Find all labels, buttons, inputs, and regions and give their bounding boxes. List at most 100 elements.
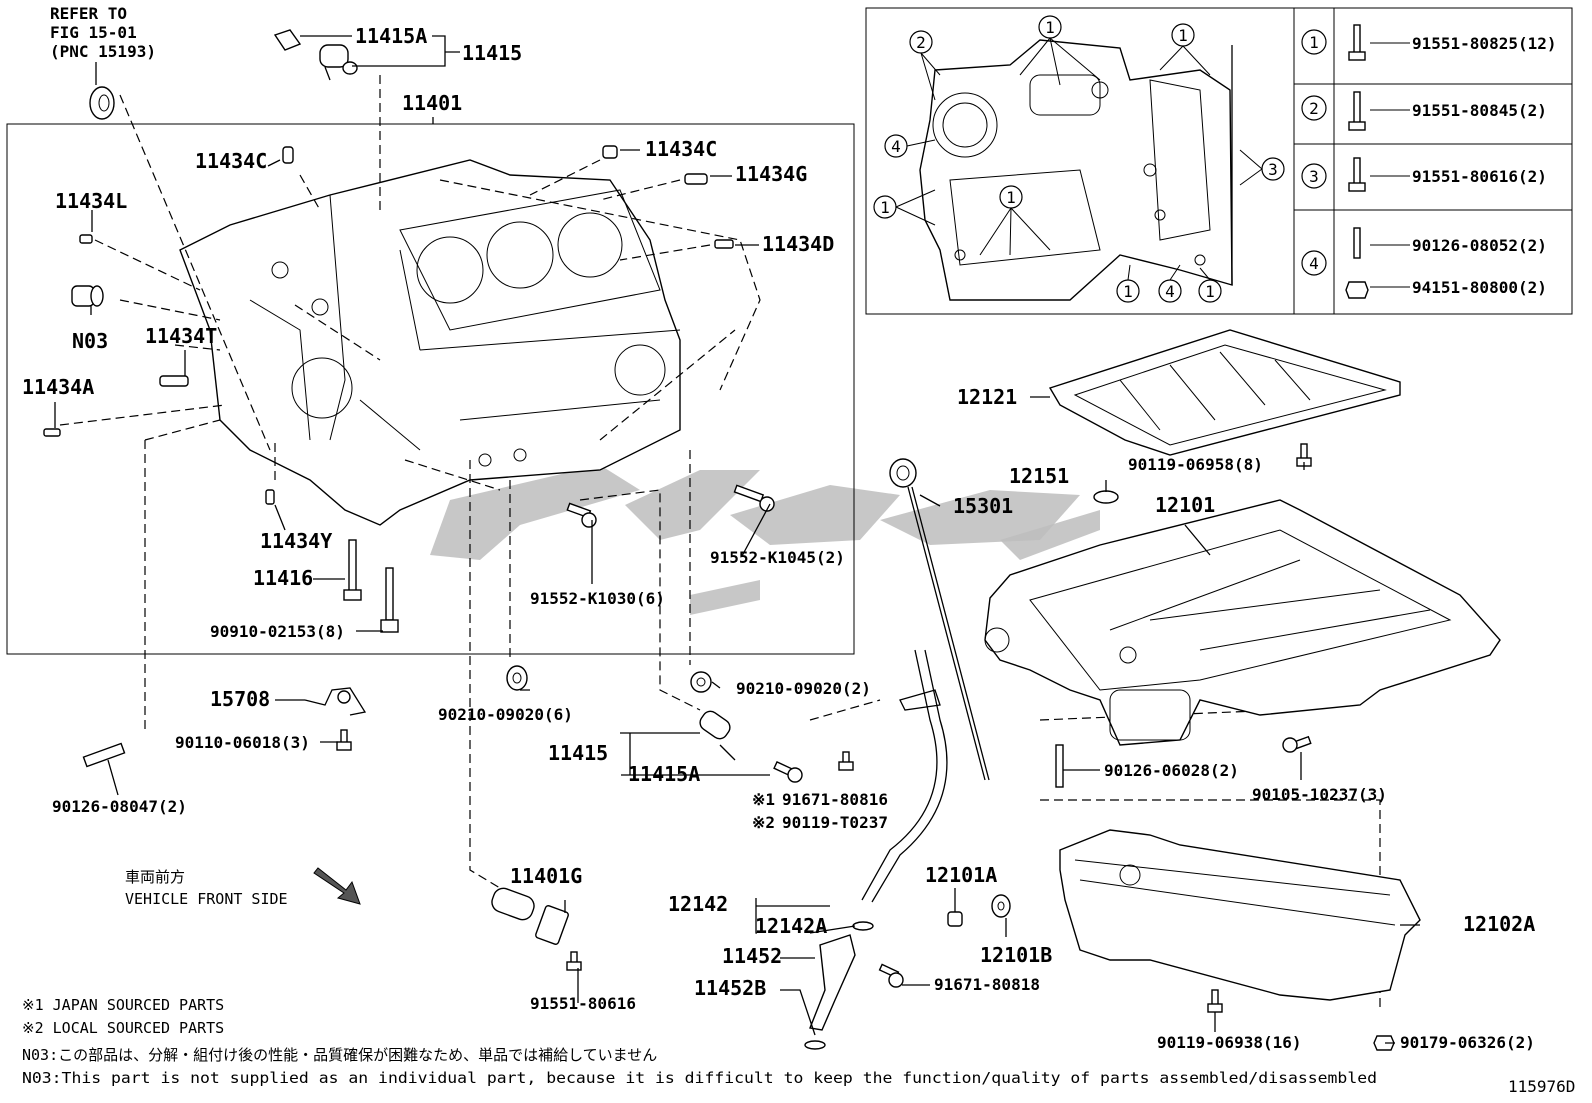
mark-2: ※2 bbox=[752, 813, 775, 832]
label-11415A-mid: 11415A bbox=[628, 762, 700, 786]
label-12151: 12151 bbox=[1009, 464, 1069, 488]
leader-lines bbox=[54, 35, 1420, 1044]
pin-11434Y bbox=[265, 489, 275, 505]
cylinder-block-frame bbox=[6, 123, 855, 655]
bolt-icon bbox=[1348, 91, 1366, 131]
label-12101B: 12101B bbox=[980, 943, 1052, 967]
bolt-91671-80816-a bbox=[773, 760, 803, 783]
pin-11434A bbox=[43, 428, 61, 437]
label-N03: N03 bbox=[72, 329, 108, 353]
bolt-legend: 1 2 3 4 91551-80825(12) 91551-80845(2) 9… bbox=[1301, 24, 1557, 299]
oring-12151 bbox=[1093, 490, 1119, 504]
front-label-en: VEHICLE FRONT SIDE bbox=[125, 890, 288, 908]
svg-text:4: 4 bbox=[1165, 282, 1175, 301]
front-label-jp: 車両前方 bbox=[125, 868, 185, 886]
note-japan-sourced: ※1 JAPAN SOURCED PARTS bbox=[22, 996, 224, 1014]
label-12142A: 12142A bbox=[755, 914, 827, 938]
refer-line-2: FIG 15-01 bbox=[50, 23, 137, 42]
bolt-11416 bbox=[343, 539, 362, 601]
label-91671-80818: 91671-80818 bbox=[934, 975, 1040, 994]
stud-icon bbox=[1353, 227, 1361, 259]
label-90119-T0237: 90119-T0237 bbox=[782, 813, 888, 832]
bolt-91552-K1045 bbox=[733, 484, 775, 512]
plug-11415A-top bbox=[273, 29, 302, 51]
bracket-15708 bbox=[304, 687, 367, 716]
svg-text:1: 1 bbox=[1205, 282, 1215, 301]
label-12121: 12121 bbox=[957, 385, 1017, 409]
oil-seal-ring bbox=[89, 86, 115, 120]
dipstick-15301 bbox=[889, 458, 990, 781]
svg-text:1: 1 bbox=[1178, 26, 1188, 45]
label-11415A-top: 11415A bbox=[355, 24, 427, 48]
label-11401: 11401 bbox=[402, 91, 462, 115]
plug-12101A bbox=[947, 911, 963, 927]
legend-part-1: 91551-80825(12) bbox=[1412, 34, 1557, 53]
label-91551-80616: 91551-80616 bbox=[530, 994, 636, 1013]
svg-text:1: 1 bbox=[1006, 188, 1016, 207]
svg-text:4: 4 bbox=[891, 137, 901, 156]
mark-1: ※1 bbox=[752, 790, 775, 809]
label-11452B: 11452B bbox=[694, 976, 766, 1000]
svg-text:4: 4 bbox=[1309, 254, 1319, 273]
label-11434C-left: 11434C bbox=[195, 149, 267, 173]
label-11434T: 11434T bbox=[145, 324, 217, 348]
svg-text:1: 1 bbox=[1045, 18, 1055, 37]
label-12101A: 12101A bbox=[925, 863, 997, 887]
plug-N03 bbox=[71, 285, 104, 307]
svg-text:3: 3 bbox=[1268, 160, 1278, 179]
dowel-11434C-l bbox=[282, 146, 294, 164]
svg-text:2: 2 bbox=[916, 33, 926, 52]
label-11434D: 11434D bbox=[762, 232, 834, 256]
front-direction-arrow-icon bbox=[313, 867, 361, 905]
label-90119-06938: 90119-06938(16) bbox=[1157, 1033, 1302, 1052]
washer-90210-6 bbox=[506, 665, 528, 691]
svg-text:1: 1 bbox=[1309, 33, 1319, 52]
legend-part-2: 91551-80845(2) bbox=[1412, 101, 1547, 120]
dowel-11434G bbox=[684, 173, 708, 185]
bolt-90119-T0237 bbox=[838, 751, 854, 771]
label-11401G: 11401G bbox=[510, 864, 582, 888]
dowel-11434C-r bbox=[602, 145, 618, 159]
sensor-11415-mid bbox=[699, 710, 736, 761]
washer-90210-2 bbox=[690, 671, 712, 693]
pin-11434L bbox=[79, 234, 93, 244]
label-91552-K1045: 91552-K1045(2) bbox=[710, 548, 845, 567]
svg-text:3: 3 bbox=[1309, 167, 1319, 186]
watermark-logo bbox=[430, 465, 1100, 615]
label-90910-02153: 90910-02153(8) bbox=[210, 622, 345, 641]
note-n03-jp: N03:この部品は、分解・組付け後の性能・品質確保が困難なため、単品では補給して… bbox=[22, 1046, 657, 1064]
guide-11452 bbox=[809, 934, 856, 1031]
sensor-11415-top bbox=[319, 44, 358, 81]
label-11434G: 11434G bbox=[735, 162, 807, 186]
cylinder-block bbox=[179, 159, 681, 526]
legend-part-4b: 94151-80800(2) bbox=[1412, 278, 1547, 297]
sketch-callouts: 2 1 1 4 3 1 1 1 4 1 bbox=[873, 15, 1285, 303]
svg-text:1: 1 bbox=[1123, 282, 1133, 301]
stud-90126-06028 bbox=[1055, 744, 1064, 788]
label-11452: 11452 bbox=[722, 944, 782, 968]
label-11416: 11416 bbox=[253, 566, 313, 590]
oil-pan-12102A bbox=[1059, 829, 1421, 1001]
label-11415-mid: 11415 bbox=[548, 741, 608, 765]
bolt-90105-10237 bbox=[1282, 735, 1312, 753]
label-90119-06958: 90119-06958(8) bbox=[1128, 455, 1263, 474]
legend-part-4a: 90126-08052(2) bbox=[1412, 236, 1547, 255]
figure-number: 115976D bbox=[1508, 1077, 1575, 1096]
pin-11434T bbox=[159, 375, 189, 387]
bolt-inset-panel: 2 1 1 4 3 1 1 1 4 1 1 2 3 4 bbox=[865, 7, 1573, 315]
bolt-90110 bbox=[336, 729, 352, 751]
guide-tube-12142 bbox=[861, 649, 948, 903]
bolt-90119-06938 bbox=[1207, 989, 1223, 1013]
label-11434L: 11434L bbox=[55, 189, 127, 213]
label-12102A: 12102A bbox=[1463, 912, 1535, 936]
legend-part-3: 91551-80616(2) bbox=[1412, 167, 1547, 186]
label-90126-06028: 90126-06028(2) bbox=[1104, 761, 1239, 780]
bolt-icon bbox=[1348, 24, 1366, 61]
baffle-plate-12121 bbox=[1048, 329, 1401, 456]
label-90110-06018: 90110-06018(3) bbox=[175, 733, 310, 752]
label-90179-06326: 90179-06326(2) bbox=[1400, 1033, 1535, 1052]
svg-text:1: 1 bbox=[880, 198, 890, 217]
label-91552-K1030: 91552-K1030(6) bbox=[530, 589, 665, 608]
label-12101: 12101 bbox=[1155, 493, 1215, 517]
